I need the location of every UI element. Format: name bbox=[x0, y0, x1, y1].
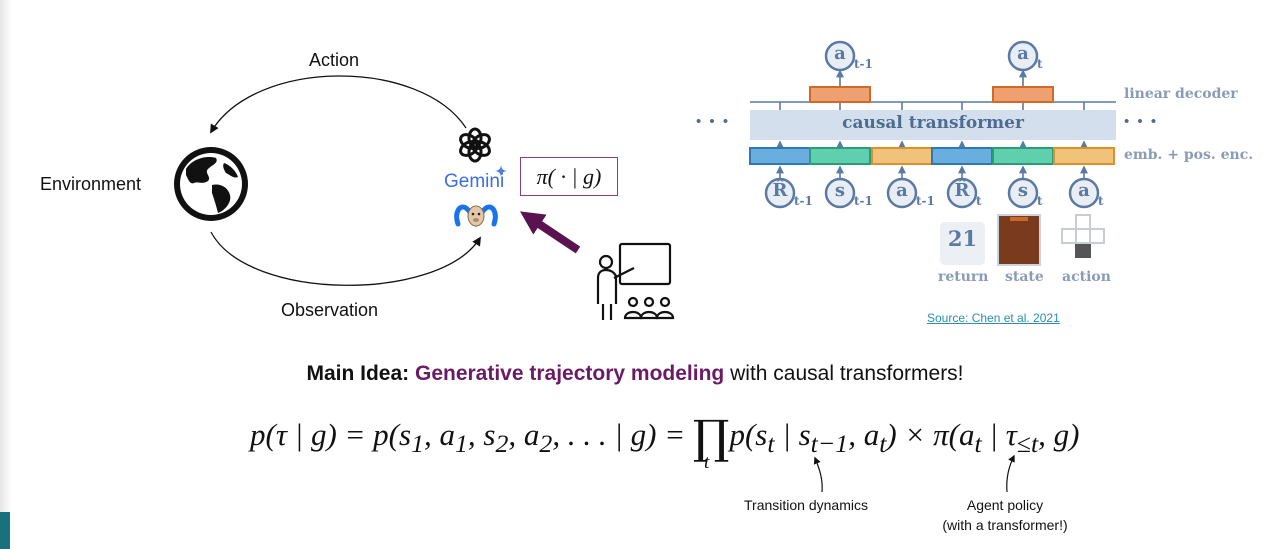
input-token-subscript: t bbox=[1098, 194, 1104, 208]
main-idea: Main Idea: Generative trajectory modelin… bbox=[0, 362, 1270, 386]
decision-transformer-figure bbox=[749, 40, 1116, 266]
output-token-subscript: t-1 bbox=[854, 57, 873, 71]
policy-annotation-line1: Agent policy bbox=[966, 497, 1044, 513]
input-token bbox=[1068, 177, 1100, 209]
embedding-state bbox=[809, 147, 871, 165]
input-token-subscript: t bbox=[976, 194, 982, 208]
globe-icon bbox=[174, 147, 248, 221]
product-index: t bbox=[704, 452, 710, 473]
observation-label: Observation bbox=[281, 300, 379, 320]
embedding-action bbox=[1053, 147, 1115, 165]
input-token-label: a bbox=[1078, 180, 1090, 201]
input-token bbox=[824, 177, 856, 209]
output-token-label: a bbox=[1017, 43, 1029, 64]
transition-pointer bbox=[813, 456, 823, 493]
linear-decoder-label: linear decoder bbox=[1124, 86, 1238, 102]
trajectory-equation: p(τ | g) = p(s1, a1, s2, a2, . . . | g) … bbox=[250, 410, 1080, 464]
decoder-box bbox=[809, 86, 871, 103]
input-token-label: a bbox=[896, 180, 908, 201]
embedding-return bbox=[749, 147, 811, 165]
action-dpad-icon bbox=[1061, 214, 1105, 258]
legend-return: return bbox=[938, 269, 989, 285]
return-value: 21 bbox=[947, 226, 978, 251]
input-token bbox=[1007, 177, 1039, 209]
input-token-subscript: t-1 bbox=[854, 194, 873, 208]
input-token-label: s bbox=[834, 180, 846, 201]
output-token-label: a bbox=[834, 43, 846, 64]
policy-annotation-line2: (with a transformer!) bbox=[942, 517, 1068, 533]
embedding-label: emb. + pos. enc. bbox=[1124, 147, 1254, 163]
ellipsis-right: • • • bbox=[1124, 113, 1159, 130]
legend-action: action bbox=[1062, 269, 1111, 285]
input-token-label: R̂ bbox=[772, 180, 788, 201]
gemini-sparkle-icon bbox=[495, 165, 507, 177]
observation-arrow bbox=[210, 231, 481, 286]
input-token-label: R̂ bbox=[954, 180, 970, 201]
main-idea-highlight: Generative trajectory modeling bbox=[414, 362, 725, 385]
supervision-arrow bbox=[520, 211, 581, 254]
openai-icon bbox=[459, 127, 491, 163]
input-token-subscript: t-1 bbox=[794, 194, 813, 208]
legend-state: state bbox=[1005, 269, 1044, 285]
teacher-icon bbox=[596, 242, 675, 320]
slide-accent-tab bbox=[0, 512, 10, 549]
slide-edge bbox=[0, 0, 12, 549]
action-arrow bbox=[210, 75, 467, 134]
environment-label: Environment bbox=[40, 174, 142, 194]
causal-transformer-block bbox=[750, 110, 1116, 140]
input-token-subscript: t-1 bbox=[916, 194, 935, 208]
output-token bbox=[824, 40, 856, 72]
transition-annotation: Transition dynamics bbox=[744, 497, 868, 513]
input-token bbox=[764, 177, 796, 209]
policy-pointer bbox=[1006, 454, 1015, 493]
output-token bbox=[1007, 40, 1039, 72]
input-token bbox=[946, 177, 978, 209]
decoder-box bbox=[992, 86, 1054, 103]
output-token-subscript: t bbox=[1037, 57, 1043, 71]
causal-transformer-label: causal transformer bbox=[842, 113, 1024, 133]
embedding-return bbox=[931, 147, 993, 165]
ellipsis-left: • • • bbox=[696, 113, 731, 130]
policy-text: π( · | g) bbox=[536, 163, 602, 189]
action-label: Action bbox=[309, 50, 360, 70]
input-token-label: s bbox=[1017, 180, 1029, 201]
input-token bbox=[886, 177, 918, 209]
input-token-subscript: t bbox=[1037, 194, 1043, 208]
return-tile bbox=[940, 222, 985, 265]
embedding-action bbox=[871, 147, 933, 165]
main-idea-suffix: with causal transformers! bbox=[730, 362, 964, 385]
policy-box: π( · | g) bbox=[520, 157, 618, 196]
gemini-logo: Gemini bbox=[444, 171, 505, 192]
state-tile bbox=[997, 214, 1041, 266]
source-link[interactable]: Source: Chen et al. 2021 bbox=[927, 311, 1060, 325]
main-idea-prefix: Main Idea: bbox=[306, 362, 410, 385]
embedding-state bbox=[992, 147, 1054, 165]
meta-llama-icon bbox=[454, 204, 498, 228]
